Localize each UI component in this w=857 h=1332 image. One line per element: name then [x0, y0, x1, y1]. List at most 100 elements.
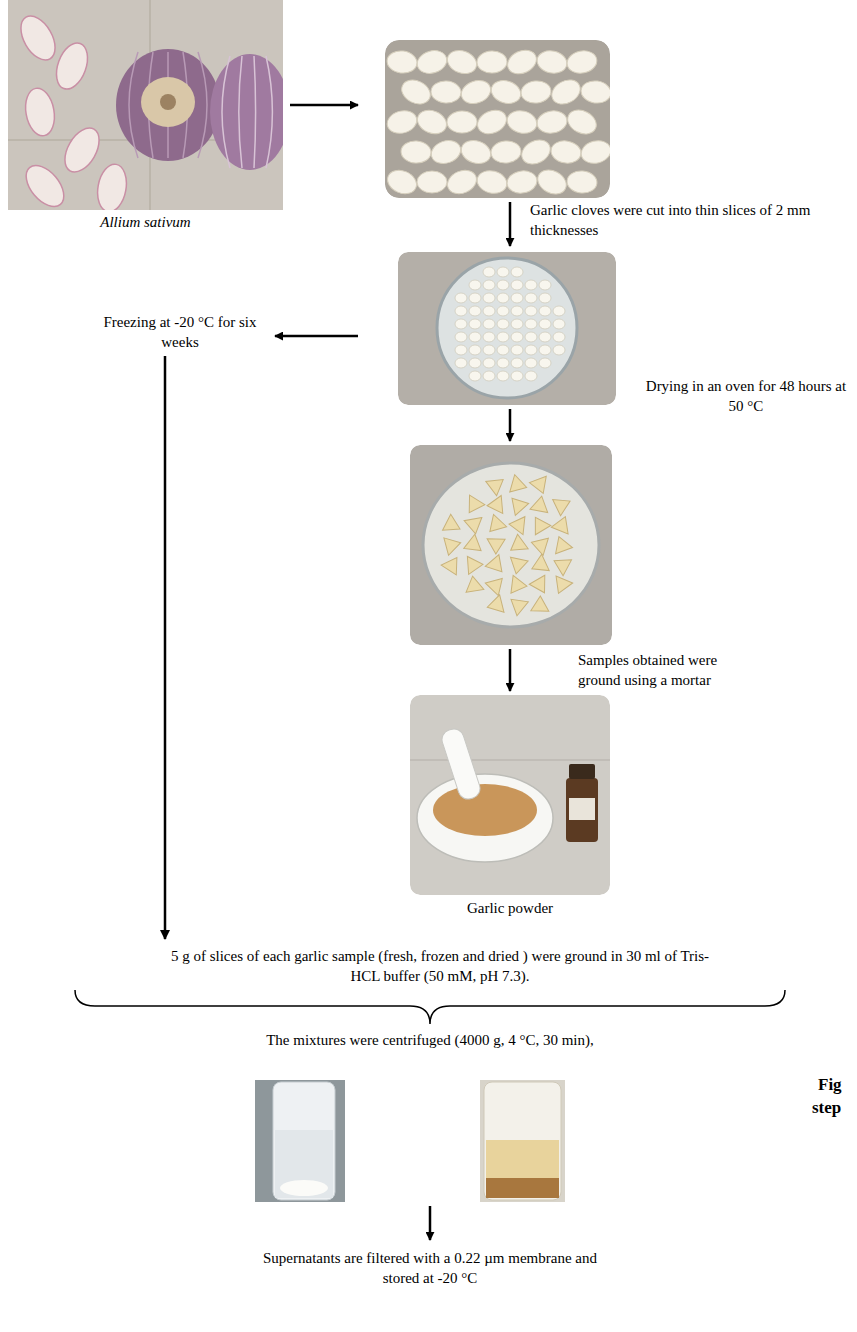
garlic-slice: [483, 332, 495, 342]
dried-chip: [550, 533, 572, 553]
garlic-slice: [497, 319, 509, 329]
node-text: Garlic powder: [410, 898, 610, 918]
dried-chip: [530, 494, 551, 512]
garlic-clove: [94, 162, 130, 210]
garlic-slice: [497, 332, 509, 342]
dried-chip: [505, 534, 528, 557]
garlic-slice: [525, 345, 537, 355]
peeled-clove: [518, 135, 555, 169]
garlic-slice: [469, 332, 481, 342]
peeled-clove: [444, 46, 480, 77]
garlic-slice: [525, 358, 537, 368]
slices-photo: [398, 252, 616, 405]
cloves-photo: [385, 40, 610, 198]
garlic-clove: [14, 10, 62, 66]
bulb-stripe: [198, 52, 207, 158]
garlic-slice: [511, 293, 523, 303]
garlic-slice: [455, 358, 467, 368]
peeled-clove: [458, 137, 493, 167]
peeled-clove: [475, 168, 509, 197]
bottle-cap: [569, 764, 595, 779]
bulb-stripe: [254, 56, 256, 168]
peeled-clove: [444, 166, 480, 198]
dried-chip: [505, 492, 528, 515]
garlic-slice: [511, 345, 523, 355]
step-note: Samples obtained were ground using a mor…: [578, 650, 743, 690]
garlic-slice: [497, 345, 509, 355]
peeled-clove: [415, 47, 450, 76]
garlic-slice: [455, 293, 467, 303]
step-text: Supernatants are filtered with a 0.22 µm…: [250, 1248, 610, 1288]
garlic-slice: [553, 306, 565, 316]
peeled-clove: [430, 80, 461, 104]
peeled-clove: [385, 107, 419, 136]
peeled-clove: [474, 106, 510, 138]
peeled-clove: [505, 108, 539, 136]
glass-dish: [437, 258, 577, 398]
peeled-clove: [504, 46, 540, 79]
photo-ground: [410, 445, 612, 645]
garlic-slice: [469, 319, 481, 329]
photo-ground: [410, 695, 610, 895]
garlic-photo: [8, 0, 283, 210]
pestle: [439, 726, 482, 801]
garlic-slice: [511, 332, 523, 342]
dried-chip: [550, 576, 572, 597]
peeled-clove: [548, 75, 585, 109]
garlic-slice: [525, 371, 537, 381]
dried-chip: [485, 595, 504, 616]
peeled-clove: [488, 77, 523, 107]
dried-chip: [528, 554, 549, 577]
node-text: Supernatants are filtered with a 0.22 µm…: [250, 1248, 610, 1288]
photo-ground: [385, 40, 610, 198]
step-note: Drying in an oven for 48 hours at 50 °C: [642, 376, 850, 416]
garlic-slice: [553, 345, 565, 355]
node-text: 5 g of slices of each garlic sample (fre…: [160, 946, 720, 986]
tube-photo: [255, 1080, 345, 1202]
dried-chip: [510, 475, 529, 496]
photo-ground: [398, 252, 616, 405]
garlic-slice: [511, 280, 523, 290]
peeled-clove: [414, 106, 450, 138]
photo-panel: Garlic powder: [410, 695, 610, 918]
tube: [273, 1082, 335, 1200]
garlic-slice: [469, 358, 481, 368]
garlic-slice: [455, 319, 467, 329]
dried-chip: [511, 575, 528, 595]
peeled-clove: [385, 166, 420, 198]
peeled-clove: [565, 48, 599, 75]
garlic-slice: [483, 306, 495, 316]
node-text: The mixtures were centrifuged (4000 g, 4…: [180, 1030, 680, 1050]
dried-chip: [483, 514, 506, 537]
peeled-clove: [520, 79, 552, 104]
bulb-stripe: [129, 52, 138, 158]
garlic-slice: [483, 267, 495, 277]
peeled-clove: [549, 139, 582, 165]
flow-arrow: [509, 409, 512, 441]
peeled-clove: [566, 170, 598, 195]
root-core: [160, 94, 176, 110]
photo-ground: [480, 1080, 565, 1202]
tube: [484, 1082, 561, 1200]
bulb-stripe: [266, 56, 272, 168]
dried-chip: [550, 553, 572, 576]
garlic-slice: [469, 293, 481, 303]
garlic-bulb: [116, 49, 220, 161]
flow-arrow: [290, 104, 358, 107]
garlic-slice: [469, 306, 481, 316]
step-text: Freezing at -20 °C for six weeks: [95, 312, 265, 352]
dried-chip: [553, 493, 574, 516]
powder-photo: [410, 695, 610, 895]
dried-chip: [505, 592, 528, 615]
peeled-clove: [477, 50, 508, 73]
bottle-label: [569, 798, 595, 820]
bulb-stripe: [239, 56, 242, 168]
peeled-clove: [417, 171, 447, 193]
peeled-clove: [386, 49, 418, 74]
garlic-slice: [539, 358, 551, 368]
step-note: Garlic cloves were cut into thin slices …: [530, 200, 818, 240]
garlic-slice: [497, 280, 509, 290]
garlic-slice: [497, 267, 509, 277]
